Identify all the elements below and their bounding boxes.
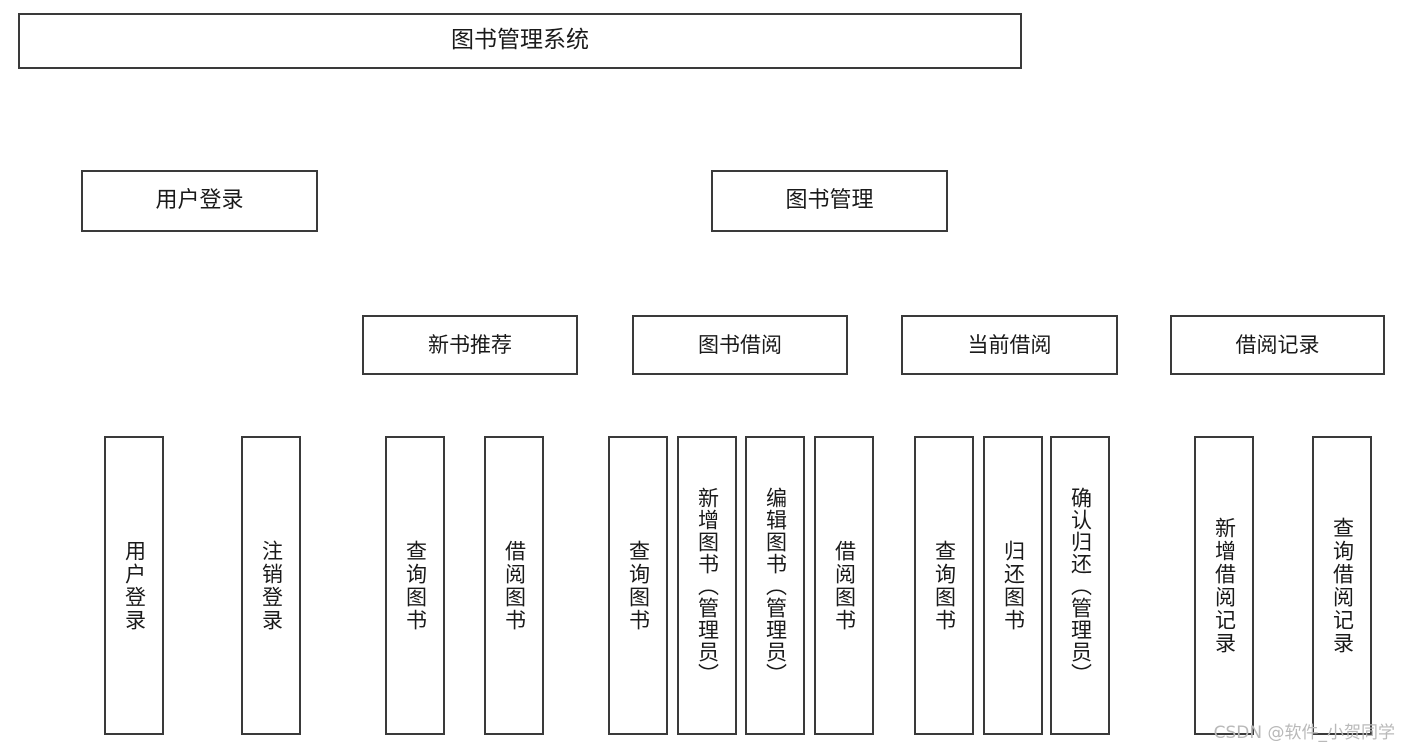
node-level1-book-manage[interactable]: 图书管理	[711, 170, 948, 232]
node-level2-current-borrow-label: 当前借阅	[967, 332, 1052, 357]
node-leaf-leaf-query-book-rec[interactable]: 查询图书	[385, 436, 445, 735]
node-leaf-leaf-logout-login-label: 注销登录	[259, 539, 284, 632]
node-level2-borrow-record-label: 借阅记录	[1235, 332, 1320, 357]
node-level1-user-login[interactable]: 用户登录	[81, 170, 318, 232]
node-root-system-label: 图书管理系统	[451, 27, 589, 54]
node-leaf-leaf-return-book-label: 归还图书	[1001, 539, 1026, 632]
node-level2-borrow-record[interactable]: 借阅记录	[1170, 315, 1385, 375]
node-leaf-leaf-return-book[interactable]: 归还图书	[983, 436, 1043, 735]
node-leaf-leaf-edit-book-admin[interactable]: 编辑图书（管理员）	[745, 436, 805, 735]
node-leaf-leaf-edit-book-admin-label: 编辑图书（管理员）	[763, 486, 788, 685]
node-leaf-leaf-add-book-admin-label: 新增图书（管理员）	[695, 486, 720, 685]
node-level2-book-borrow[interactable]: 图书借阅	[632, 315, 848, 375]
node-leaf-leaf-user-login-label: 用户登录	[122, 539, 147, 632]
node-leaf-leaf-add-borrow-record[interactable]: 新增借阅记录	[1194, 436, 1254, 735]
node-leaf-leaf-query-book-bor[interactable]: 查询图书	[608, 436, 668, 735]
node-level1-user-login-label: 用户登录	[155, 188, 244, 214]
node-leaf-leaf-confirm-return-admin-label: 确认归还（管理员）	[1068, 486, 1093, 685]
node-leaf-leaf-query-book-cur-label: 查询图书	[932, 539, 957, 632]
watermark-text: CSDN @软件_小贺同学	[1213, 723, 1395, 743]
node-leaf-leaf-borrow-book-bor[interactable]: 借阅图书	[814, 436, 874, 735]
node-leaf-leaf-add-borrow-record-label: 新增借阅记录	[1212, 516, 1237, 655]
node-level2-new-book-recommend[interactable]: 新书推荐	[362, 315, 578, 375]
node-level2-book-borrow-label: 图书借阅	[698, 332, 782, 357]
node-leaf-leaf-query-borrow-record-label: 查询借阅记录	[1330, 516, 1355, 655]
node-leaf-leaf-user-login[interactable]: 用户登录	[104, 436, 164, 735]
node-leaf-leaf-logout-login[interactable]: 注销登录	[241, 436, 301, 735]
node-level2-current-borrow[interactable]: 当前借阅	[901, 315, 1118, 375]
node-level1-book-manage-label: 图书管理	[785, 188, 874, 214]
node-leaf-leaf-add-book-admin[interactable]: 新增图书（管理员）	[677, 436, 737, 735]
node-leaf-leaf-query-book-bor-label: 查询图书	[626, 539, 651, 632]
node-leaf-leaf-query-book-cur[interactable]: 查询图书	[914, 436, 974, 735]
node-leaf-leaf-query-borrow-record[interactable]: 查询借阅记录	[1312, 436, 1372, 735]
node-leaf-leaf-query-book-rec-label: 查询图书	[403, 539, 428, 632]
node-leaf-leaf-confirm-return-admin[interactable]: 确认归还（管理员）	[1050, 436, 1110, 735]
node-root-system[interactable]: 图书管理系统	[18, 13, 1022, 69]
node-leaf-leaf-borrow-book-rec[interactable]: 借阅图书	[484, 436, 544, 735]
node-leaf-leaf-borrow-book-bor-label: 借阅图书	[832, 539, 857, 632]
node-leaf-leaf-borrow-book-rec-label: 借阅图书	[502, 539, 527, 632]
node-level2-new-book-recommend-label: 新书推荐	[428, 332, 512, 357]
